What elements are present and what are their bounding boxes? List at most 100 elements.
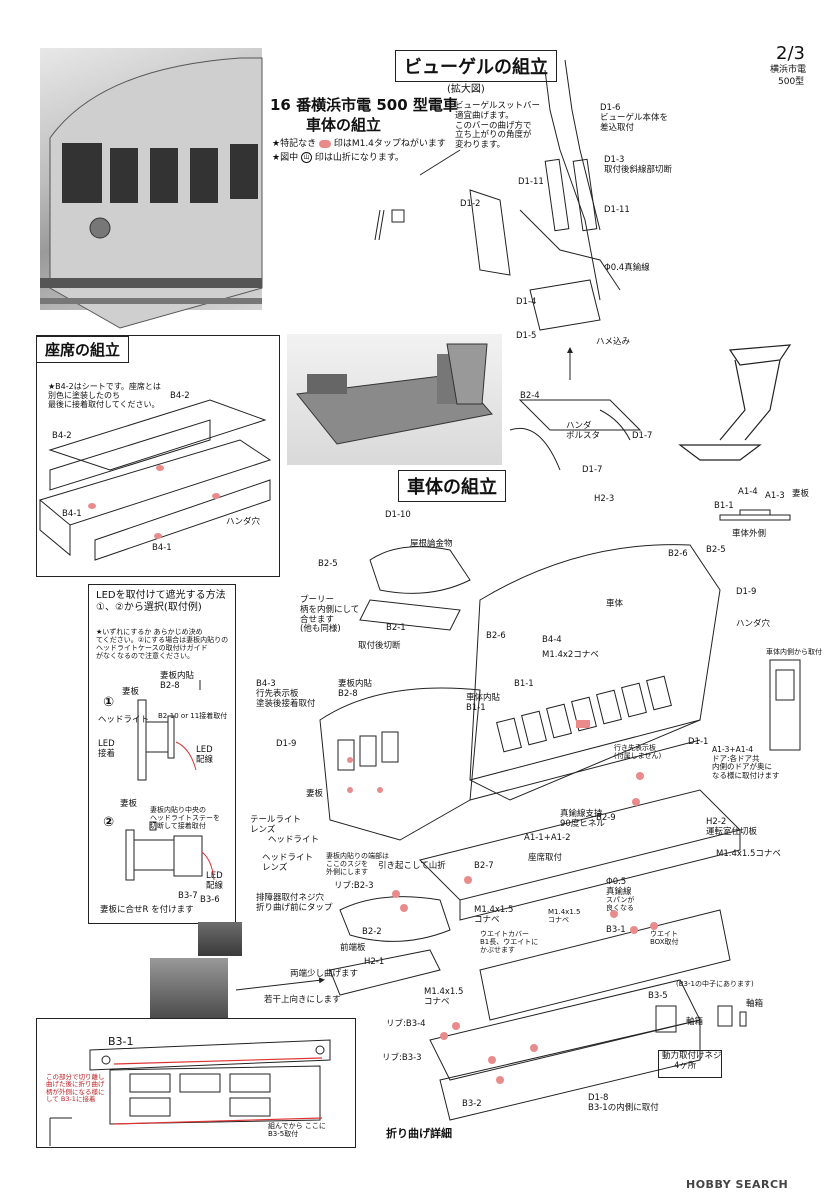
bugel-heading: ビューゲルの組立 [395, 50, 557, 82]
tram-photo [40, 48, 263, 329]
body-roof: 屋根論金物 [410, 539, 453, 549]
led-tsumaita1: 妻板 [122, 687, 140, 697]
body-tsumaita2: 妻板 [792, 489, 810, 499]
body-b3-5: B3-5 [648, 991, 668, 1001]
mountain-fold-icon: 山 [300, 152, 312, 163]
fold-note: この部分で切り離し曲げた後に折り曲げ柄が外側になる様にして B3-1に接着 [46, 1073, 105, 1104]
seat-assembly-panel [36, 335, 280, 577]
bugel-wire: Φ0.4真鍮線 [604, 263, 650, 273]
fold-b3-1: B3-1 [108, 1035, 134, 1048]
bugel-d1-2: D1-2 [460, 199, 481, 209]
bugel-d1-5: D1-5 [516, 331, 537, 341]
bugel-d1-7b: D1-7 [582, 465, 603, 475]
body-shatai-gaisoku: 車体外側 [732, 529, 767, 539]
body-spanga: スパンが良くなる [606, 896, 635, 913]
bugel-sub: (拡大図) [447, 84, 485, 95]
led-b2-10: B2-10 or 11接着取付 [158, 712, 228, 720]
body-b2-6a: B2-6 [486, 631, 506, 641]
led-b3-7: B3-7 [178, 891, 198, 901]
bugel-d1-4: D1-4 [516, 297, 537, 307]
seat-handa: ハンダ穴 [226, 517, 261, 527]
seat-b4-1a: B4-1 [62, 509, 82, 519]
led-tsumaita2: 妻板 [120, 799, 138, 809]
body-heading: 車体の組立 [398, 470, 506, 502]
body-haijoki: 排障器取付ネジ穴折り曲げ前にタップ [256, 893, 333, 913]
body-b2-5b: B2-5 [706, 545, 726, 555]
body-oritamage: 折り曲げ詳細 [386, 1127, 452, 1140]
body-b2-5a: B2-5 [318, 559, 338, 569]
body-zaseki: 座席取付 [528, 853, 563, 863]
bumper-photo-1 [198, 922, 242, 956]
led-option-1: ① [103, 695, 115, 710]
led-note: ★いずれにするか あらかじめ決めてください。②にする場合は妻板内貼りのヘッドライ… [96, 628, 229, 661]
body-konabe-b: M1.4x1.5コナベ [716, 849, 781, 859]
seat-b4-2b: B4-2 [52, 431, 72, 441]
body-h2-3: H2-3 [594, 494, 615, 504]
chassis-photo [287, 334, 502, 465]
body-b4-4: B4-4 [542, 635, 562, 645]
seat-heading: 座席の組立 [36, 336, 130, 363]
body-b3-2: B3-2 [462, 1099, 482, 1109]
body-b1-1b: B1-1 [714, 501, 734, 511]
pink-dot-icon [318, 139, 331, 148]
body-shatai-naigawa: 車体内側から取付 [766, 648, 822, 656]
body-a1-3: A1-3 [765, 491, 785, 501]
body-b3-1-note: (B3-1の中子にあります) [676, 980, 754, 988]
body-d1-9a: D1-9 [736, 587, 757, 597]
led-r-note: 妻板に合せR を付けます [100, 905, 194, 915]
body-a1-1-2: A1-1+A1-2 [524, 833, 571, 843]
title-note-1: ★特記なき 印はM1.4タップねがいます [272, 139, 446, 149]
document-title: 16 番横浜市電 500 型電車 車体の組立 [270, 96, 458, 135]
body-a1-4: A1-4 [738, 487, 758, 497]
body-d1-1: D1-1 [688, 737, 709, 747]
body-tsumaita-note: 妻板内貼りの端部はここのスジを外側にします [326, 852, 389, 877]
body-handa-ana: ハンダ穴 [736, 619, 771, 629]
page-number: 2/3 [776, 43, 805, 64]
body-tsumaita: 妻板 [306, 789, 324, 799]
bugel-handa-bolster: ハンダボルスタ [566, 421, 601, 441]
body-h2-1: H2-1 [364, 957, 385, 967]
seat-note: ★B4-2はシートです。座席とは別色に塗装したのち最後に接着取付してください。 [48, 382, 161, 410]
body-rib-b3-4: リブ:B3-4 [386, 1019, 426, 1029]
body-shatai: 車体 [606, 599, 624, 609]
seat-b4-2a: B4-2 [170, 391, 190, 401]
led-case-note: 妻板内貼り中央のヘッドライトステーを切断して接着取付 [150, 806, 220, 831]
bugel-hame: ハメ込み [596, 337, 631, 347]
bugel-d1-7a: D1-7 [632, 431, 653, 441]
body-b1-1: B1-1 [514, 679, 534, 689]
body-ikisaki: 行き先表示板(付属しません) [614, 744, 662, 761]
body-d1-9b: D1-9 [276, 739, 297, 749]
title-note-2: ★図中 山 印は山折になります。 [272, 152, 404, 163]
body-ryoutan: 両端少し曲げます [290, 969, 359, 979]
chassis-photo-drawing [296, 343, 493, 445]
bugel-b2-4: B2-4 [520, 391, 540, 401]
body-headlight: ヘッドライト [268, 835, 320, 845]
body-cut: 取付後切断 [358, 641, 401, 651]
body-jikubako1: 軸箱 [746, 999, 764, 1009]
body-b2-2: B2-2 [362, 927, 382, 937]
body-b2-6b: B2-6 [668, 549, 688, 559]
seat-b4-1b: B4-1 [152, 543, 172, 553]
body-pulley: プーリー柄を内側にして合せます(他も同様) [300, 595, 360, 635]
hobby-search-logo: HOBBY SEARCH [686, 1178, 789, 1191]
series-model: 500型 [778, 77, 805, 87]
body-jakkan: 若干上向きにします [264, 995, 341, 1005]
series-name: 横浜市電 [770, 65, 807, 75]
body-tail: テールライトレンズ [250, 815, 302, 835]
bugel-desc: ビューゲルスットバー適宜曲げます。このバーの曲げ方で立ち上がりの角度が変わります… [455, 101, 541, 151]
